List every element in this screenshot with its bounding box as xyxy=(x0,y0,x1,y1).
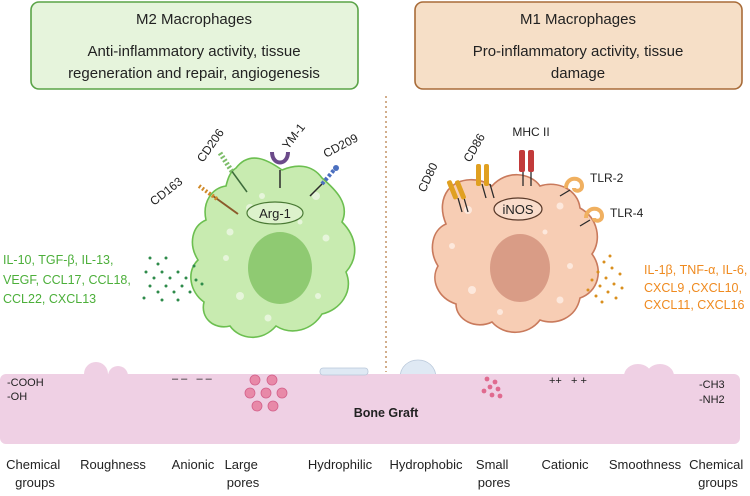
mhc-ii-receptor-icon xyxy=(519,150,534,186)
m2-cytokines-line3: CCL22, CXCL13 xyxy=(3,292,96,306)
property-large-pores: Large pores xyxy=(225,457,262,490)
m1-macrophage-cell xyxy=(431,173,600,334)
cd206-label: CD206 xyxy=(194,126,227,165)
left-chemical-group-1: -COOH xyxy=(7,377,44,389)
property-hydrophilic: Hydrophilic xyxy=(308,457,373,472)
property-labels: Chemical groups Roughness Anionic Large … xyxy=(6,457,747,490)
cd209-label: CD209 xyxy=(321,131,361,161)
tlr4-receptor-icon xyxy=(579,206,605,227)
mhc-ii-label: MHC II xyxy=(512,125,549,139)
tlr2-label: TLR-2 xyxy=(590,171,624,185)
m2-title: M2 Macrophages xyxy=(136,11,252,28)
property-anionic: Anionic xyxy=(172,457,215,472)
m1-cytokines-line3: CXCL11, CXCL16 xyxy=(644,298,745,312)
cd206-receptor-icon xyxy=(217,151,248,193)
cd80-receptor-icon xyxy=(447,180,469,213)
cd163-label: CD163 xyxy=(147,174,185,208)
right-chemical-group-2: -NH2 xyxy=(699,394,725,406)
cd86-label: CD86 xyxy=(460,131,488,165)
m1-title: M1 Macrophages xyxy=(520,11,636,28)
m1-nucleus xyxy=(490,234,550,302)
right-chemical-group-1: -CH3 xyxy=(699,379,725,391)
property-hydrophobic: Hydrophobic xyxy=(390,457,463,472)
cd163-receptor-icon xyxy=(197,184,239,215)
m1-description-line2: damage xyxy=(551,65,605,82)
m1-header-box xyxy=(414,1,743,90)
property-roughness: Roughness xyxy=(80,457,146,472)
cd209-receptor-icon xyxy=(309,165,339,197)
left-chemical-group-2: -OH xyxy=(7,391,27,403)
m2-header-box xyxy=(30,1,359,90)
m2-secreted-particles xyxy=(142,256,204,302)
m2-cytokines-line1: IL-10, TGF-β, IL-13, xyxy=(3,253,113,267)
anionic-charges: – – – – xyxy=(172,373,213,385)
m1-cytokines-line1: IL-1β, TNF-α, IL-6, xyxy=(644,263,747,277)
cd86-receptor-icon xyxy=(476,164,495,199)
m1-description-line1: Pro-inflammatory activity, tissue xyxy=(473,43,684,60)
ym1-receptor-icon xyxy=(270,151,290,188)
m1-secreted-particles xyxy=(586,254,624,304)
property-chemical-groups-left: Chemical groups xyxy=(6,457,64,490)
m2-nucleus xyxy=(248,232,312,304)
property-smoothness: Smoothness xyxy=(609,457,682,472)
large-pores-icon xyxy=(244,374,288,412)
inos-marker xyxy=(493,197,543,221)
small-pores-icon xyxy=(481,376,503,399)
property-small-pores: Small pores xyxy=(476,457,512,490)
tlr2-receptor-icon xyxy=(559,176,585,197)
m2-cytokines-line2: VEGF, CCL17, CCL18, xyxy=(3,273,131,287)
arg1-label: Arg-1 xyxy=(259,206,291,221)
cd80-label: CD80 xyxy=(415,160,441,194)
cationic-charges: ++ + + xyxy=(549,375,587,387)
bone-graft-label: Bone Graft xyxy=(354,406,419,420)
tlr4-label: TLR-4 xyxy=(610,206,644,220)
inos-label: iNOS xyxy=(502,202,533,217)
m2-macrophage-cell xyxy=(190,157,356,339)
m1-cytokines-line2: CXCL9 ,CXCL10, xyxy=(644,281,742,295)
m2-description-line2: regeneration and repair, angiogenesis xyxy=(68,65,320,82)
arg1-marker xyxy=(246,201,304,225)
m2-description-line1: Anti-inflammatory activity, tissue xyxy=(87,43,300,60)
bone-graft-surface xyxy=(0,359,740,444)
ym1-label: YM-1 xyxy=(279,120,308,151)
property-chemical-groups-right: Chemical groups xyxy=(689,457,747,490)
property-cationic: Cationic xyxy=(542,457,589,472)
